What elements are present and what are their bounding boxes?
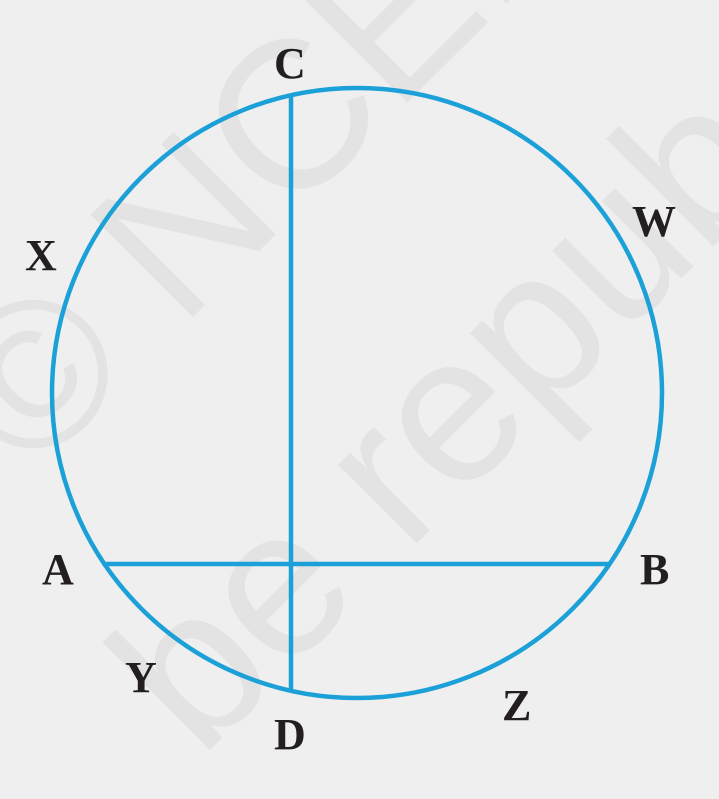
label-x: X — [25, 231, 57, 280]
circle — [49, 85, 665, 701]
label-d: D — [274, 710, 306, 759]
label-z: Z — [502, 681, 531, 730]
label-y: Y — [125, 653, 157, 702]
label-b: B — [640, 545, 669, 594]
label-c: C — [274, 39, 306, 88]
label-w: W — [632, 197, 676, 246]
label-a: A — [42, 545, 74, 594]
